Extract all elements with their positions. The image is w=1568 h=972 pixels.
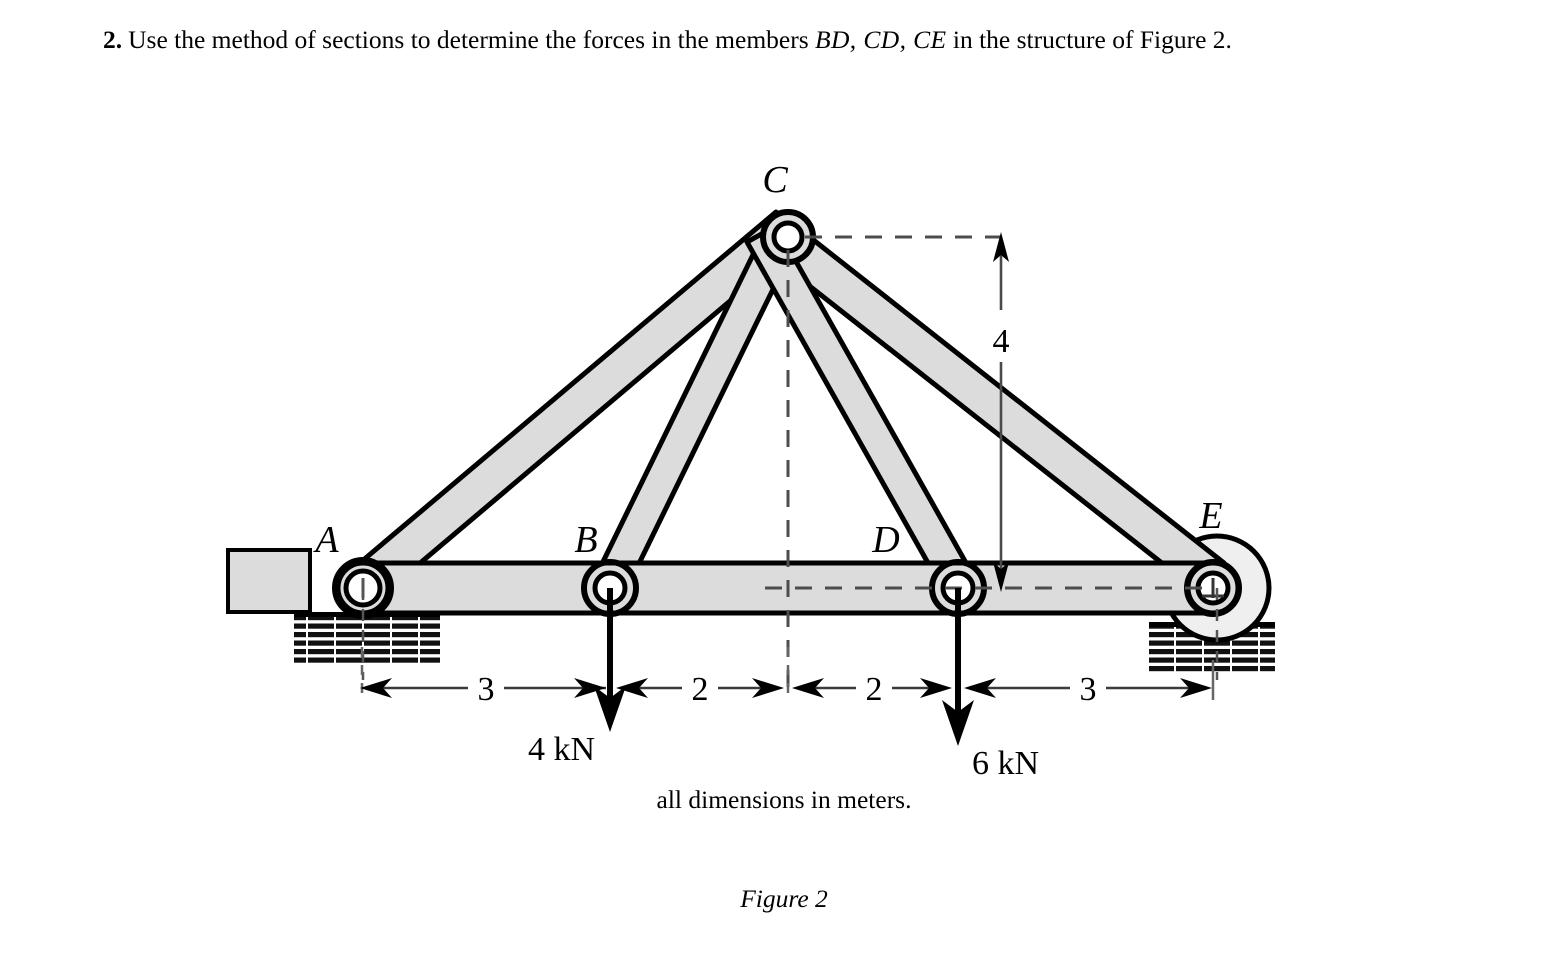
joint-label-A: A [312,519,339,561]
caption-figure-label: Figure 2 [740,884,828,913]
load-arrow-4kN [594,588,626,732]
load-arrow-6kN [942,588,974,746]
dimension-label-AB: 3 [478,671,495,708]
dimension-vertical-label: 4 [993,323,1010,360]
caption-dimensions: all dimensions in meters. [656,785,912,814]
dimension-chain-horizontal: 3 2 2 3 [360,647,1215,710]
problem-number: 2. [103,25,123,54]
problem-members-math: BD, CD, CE [815,25,947,54]
load-label-6kN: 6 kN [972,745,1039,782]
member-CE [762,217,1227,596]
joint-label-E: E [1198,495,1222,537]
joint-label-B: B [574,519,597,561]
truss-figure: 4 3 2 [226,159,1275,782]
joint-label-D: D [871,519,899,561]
pin-bracket-A [226,548,312,614]
load-label-4kN: 4 kN [528,731,595,768]
dimension-vertical-4: 4 [980,232,1022,592]
dimension-label-BCaxis: 2 [692,671,709,708]
problem-statement: 2.Use the method of sections to determin… [103,22,1471,58]
dimension-label-DE: 3 [1080,671,1097,708]
joint-label-C: C [762,159,788,201]
dimension-label-CaxisD: 2 [866,671,883,708]
problem-text-after: in the structure of Figure 2. [952,25,1232,54]
problem-text-before: Use the method of sections to determine … [128,25,809,54]
ground-support-A [294,612,440,663]
